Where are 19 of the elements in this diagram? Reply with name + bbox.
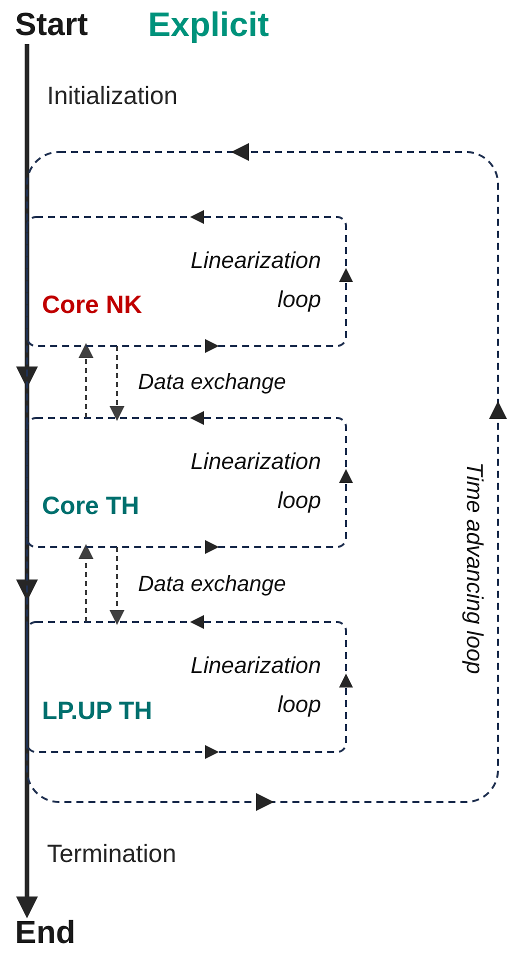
timeline-arrow [16, 44, 38, 918]
loop-label: Linearization loop [190, 246, 321, 314]
arrow [110, 346, 124, 421]
loop-label: Time advancing loop [463, 462, 486, 674]
terminal-label: Start [15, 8, 88, 40]
edge-label: Data exchange [138, 573, 286, 595]
loop-label: Linearization loop [190, 651, 321, 719]
diagram-title: Explicit [148, 8, 269, 42]
edge-label: Data exchange [138, 371, 286, 393]
module-title: Core TH [42, 494, 140, 519]
arrow [78, 343, 94, 418]
module-title: Core NK [42, 293, 142, 318]
arrow [78, 544, 94, 622]
terminal-label: End [15, 916, 76, 948]
arrow [110, 547, 124, 625]
stage-label: Initialization [47, 84, 178, 109]
loop-label: Linearization loop [190, 447, 321, 515]
stage-label: Termination [47, 842, 176, 867]
module-title: LP.UP TH [42, 699, 152, 724]
